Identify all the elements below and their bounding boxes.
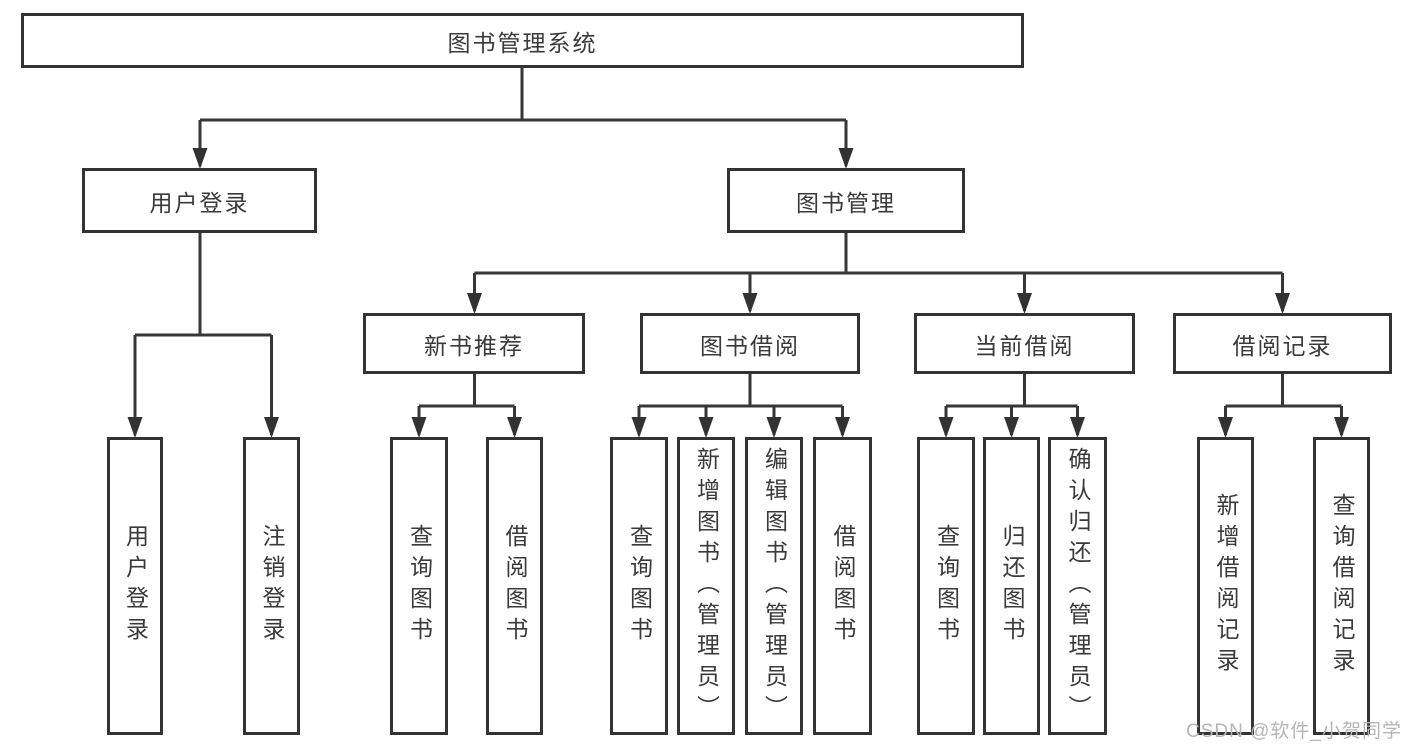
leaf-label: 确认归还（管理员） (1065, 446, 1091, 726)
leaf-confirm-return-admin: 确认归还（管理员） (1048, 437, 1107, 735)
leaf-label: 查询借阅记录 (1329, 493, 1355, 679)
arrowhead-icon (835, 417, 850, 438)
node-label: 图书管理系统 (447, 29, 598, 56)
arrowhead-icon (411, 417, 427, 438)
arrowhead-icon (192, 148, 208, 169)
arrowhead-icon (467, 293, 482, 314)
leaf-logout: 注销登录 (243, 437, 300, 735)
node-user-login: 用户登录 (82, 168, 317, 233)
connector-borrowbooks-to-leaves (637, 374, 844, 435)
node-library-management-system: 图书管理系统 (21, 13, 1024, 68)
arrowhead-icon (264, 417, 279, 438)
leaf-label: 查询图书 (933, 524, 960, 648)
connector-borrowrecords-to-leaves (1224, 374, 1343, 435)
leaf-label: 查询图书 (626, 524, 653, 648)
leaf-edit-books-admin: 编辑图书（管理员） (745, 437, 803, 735)
leaf-label: 编辑图书（管理员） (761, 446, 788, 726)
node-label: 新书推荐 (424, 332, 524, 359)
leaf-label: 新增图书（管理员） (693, 446, 720, 726)
arrowhead-icon (1334, 417, 1349, 438)
arrowhead-icon (1218, 417, 1233, 438)
arrowhead-icon (838, 148, 854, 169)
csdn-watermark: CSDN @软件_小贺同学 (1186, 721, 1402, 742)
arrowhead-icon (1017, 293, 1032, 314)
leaf-return-books: 归还图书 (983, 437, 1040, 735)
connector-root-to-level2 (198, 68, 848, 166)
node-label: 图书管理 (796, 189, 896, 216)
leaf-add-borrow-record: 新增借阅记录 (1197, 437, 1254, 735)
node-book-management: 图书管理 (727, 168, 965, 233)
node-book-borrowing: 图书借阅 (640, 313, 860, 374)
connector-userlogin-to-leaves (133, 233, 273, 435)
node-label: 图书借阅 (700, 332, 800, 359)
leaf-label: 查询图书 (406, 524, 433, 648)
leaf-query-books-borrow: 查询图书 (610, 437, 668, 735)
arrowhead-icon (1070, 417, 1085, 438)
arrowhead-icon (698, 417, 714, 438)
node-current-borrowing: 当前借阅 (914, 313, 1135, 374)
leaf-query-borrow-record: 查询借阅记录 (1313, 437, 1370, 735)
leaf-label: 借阅图书 (502, 524, 528, 648)
arrowhead-icon (1275, 293, 1290, 314)
leaf-query-books-recommend: 查询图书 (390, 437, 448, 735)
node-label: 当前借阅 (974, 332, 1075, 359)
node-label: 用户登录 (149, 189, 250, 216)
leaf-label: 用户登录 (122, 524, 149, 648)
leaf-query-books-current: 查询图书 (917, 437, 975, 735)
arrowhead-icon (631, 417, 647, 438)
node-label: 借阅记录 (1232, 332, 1333, 359)
node-new-book-recommendation: 新书推荐 (363, 313, 585, 374)
connector-newbook-to-leaves (417, 374, 516, 435)
arrowhead-icon (127, 417, 143, 438)
arrowhead-icon (938, 417, 954, 438)
leaf-add-books-admin: 新增图书（管理员） (677, 437, 735, 735)
leaf-label: 借阅图书 (830, 524, 856, 648)
arrowhead-icon (507, 417, 522, 438)
leaf-label: 归还图书 (999, 524, 1025, 648)
node-borrowing-records: 借阅记录 (1173, 313, 1392, 374)
arrowhead-icon (742, 293, 758, 314)
leaf-label: 新增借阅记录 (1213, 493, 1239, 679)
leaf-label: 注销登录 (259, 524, 285, 648)
arrowhead-icon (766, 417, 782, 438)
leaf-user-login: 用户登录 (107, 437, 163, 735)
arrowhead-icon (1004, 417, 1019, 438)
connector-bookmgmt-to-level3 (473, 233, 1284, 311)
leaf-borrow-books: 借阅图书 (813, 437, 872, 735)
leaf-borrow-books-recommend: 借阅图书 (486, 437, 543, 735)
